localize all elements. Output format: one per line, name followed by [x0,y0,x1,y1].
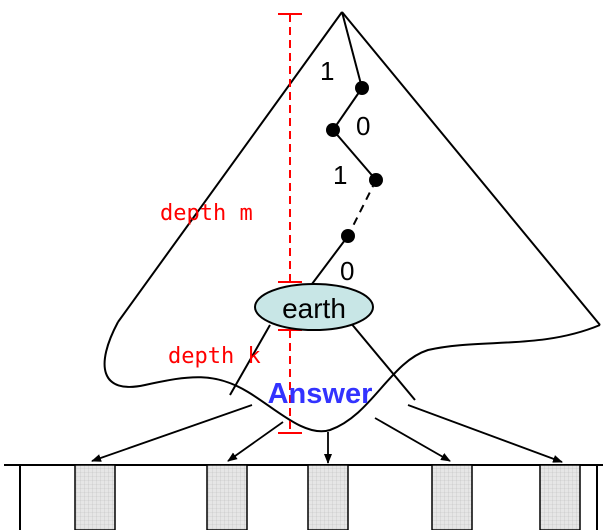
root-node [254,283,374,331]
storage-block-icon [307,464,349,530]
path-node-icon [369,173,383,187]
path-bit-label: 0 [356,111,370,141]
upper-trie-outline [117,11,601,326]
block-arrows [91,404,563,464]
depth-k-label: depth k [168,344,261,369]
path-bit-label: 1 [333,160,347,190]
storage-block-icon [431,464,473,530]
depth-m-label: depth m [160,201,253,226]
path-bit-label: 1 [320,56,334,86]
search-path [305,11,383,293]
path-node-icon [326,123,340,137]
storage-block-icon [539,464,581,530]
path-node-icon [355,81,369,95]
path-node-icon [341,229,355,243]
answer-subtree-left-edge [229,324,271,396]
storage-block-icon [74,464,116,530]
answer-label: Answer [268,378,373,410]
storage-array [4,464,603,530]
path-bit-label: 0 [340,256,354,286]
answer-subtree-right-edge [349,321,416,401]
upper-trie-wave [103,321,601,433]
depth-m-marker [278,13,302,283]
root-node-label: earth [282,293,346,324]
storage-block-icon [206,464,248,530]
